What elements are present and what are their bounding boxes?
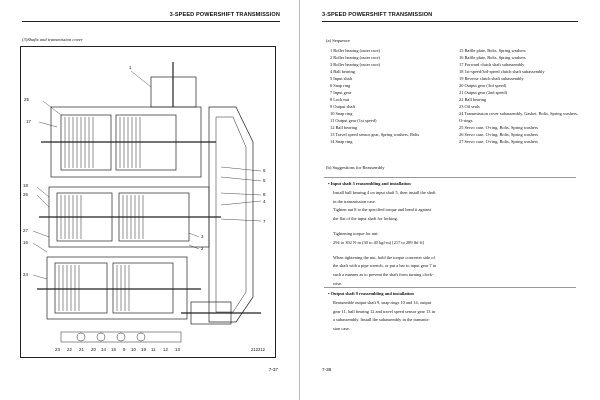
sequence-item: 11 Output gear (1st speed) — [330, 118, 377, 123]
callout-9: 9 — [123, 347, 126, 352]
output-shaft-instructions: • Output shaft 9 reassembling and instal… — [328, 290, 578, 334]
left-header-rule — [22, 21, 280, 22]
sequence-item: 19 Reverse clutch shaft subassembly — [459, 76, 524, 81]
sequence-item: 13 Travel speed sensor gear, Spring wash… — [330, 132, 420, 137]
instruction-line: Install ball bearing 4 on input shaft 5,… — [333, 189, 436, 195]
instruction-line: Reassemble output shaft 9, snap rings 10… — [333, 299, 432, 305]
instruction-line: When tightening the nut, hold the torque… — [333, 254, 435, 260]
callout-8: 8 — [263, 192, 266, 197]
figure-id: 212212 — [251, 347, 265, 352]
sequence-title: (a) Sequence — [326, 38, 350, 43]
sequence-item: 12 Ball bearing — [330, 125, 358, 130]
sequence-item: 20 Output gear (3rd speed) — [459, 83, 507, 88]
callout-14: 14 — [101, 347, 106, 352]
transmission-exploded-diagram: 25 1 17 6 5 8 4 7 3 2 18 26 27 16 24 23 … — [20, 46, 276, 358]
left-page-number: 7-37 — [268, 367, 278, 372]
callout-3: 3 — [201, 234, 204, 239]
sequence-item: 9 Output shaft — [330, 104, 356, 109]
input-shaft-heading: • Input shaft 5 reassembling and install… — [328, 181, 411, 186]
instruction-line: a subassembly. Install the subassembly i… — [333, 317, 430, 323]
callout-4: 4 — [263, 199, 266, 204]
sequence-item: 23 Oil seals — [459, 104, 480, 109]
sequence-item: 17 Forward clutch shaft subassembly — [459, 62, 525, 67]
sequence-item: 25 Servo case, O-ring, Bolts, Spring was… — [459, 125, 538, 130]
callout-15: 15 — [111, 347, 116, 352]
callout-19: 19 — [141, 347, 146, 352]
sequence-item: 5 Input shaft — [330, 76, 353, 81]
sequence-item: 6 Snap ring — [330, 83, 351, 88]
right-header-rule — [322, 21, 578, 22]
callout-1: 1 — [129, 65, 132, 70]
callout-12: 12 — [163, 347, 168, 352]
callout-25: 25 — [24, 97, 29, 102]
lower-clutch-housing — [46, 256, 188, 320]
figure-caption: (3)Shafts and transmission cover — [22, 37, 83, 42]
sequence-item: 24 Transmission cover subassembly, Gaske… — [459, 111, 579, 123]
callout-27: 27 — [23, 228, 28, 233]
callout-21: 21 — [79, 347, 84, 352]
sequence-list-left: 1 Roller bearing (outer race) 2 Roller b… — [330, 47, 455, 145]
sequence-item: 27 Servo case, O-ring, Bolts, Spring was… — [459, 139, 538, 144]
sequence-item: 14 Snap ring — [330, 139, 353, 144]
left-page: 3-SPEED POWERSHIFT TRANSMISSION (3)Shaft… — [20, 12, 280, 372]
sequence-item: 16 Baffle plate, Bolts, Spring washers — [459, 55, 526, 60]
callout-16: 16 — [23, 240, 28, 245]
sequence-item: 22 Ball bearing — [459, 97, 487, 102]
instruction-line: gear 11, ball bearing 12 and travel spee… — [333, 308, 436, 314]
torque-label: Tightening torque for nut: — [333, 230, 379, 236]
sequence-item: 8 Lock nut — [330, 97, 350, 102]
sequence-item: 21 Output gear (2nd speed) — [459, 90, 508, 95]
sequence-item: 2 Roller bearing (outer race) — [330, 55, 380, 60]
instruction-line: the flat of the input shaft for locking. — [333, 216, 398, 222]
callout-13: 13 — [175, 347, 180, 352]
left-header-title: 3-SPEED POWERSHIFT TRANSMISSION — [169, 12, 280, 18]
callout-26: 26 — [23, 192, 28, 197]
sequence-list-right: 15 Baffle plate, Bolts, Spring washers 1… — [459, 47, 581, 145]
sequence-item: 3 Roller bearing (outer race) — [330, 62, 380, 67]
sequence-item: 15 Baffle plate, Bolts, Spring washers — [459, 48, 526, 53]
callout-24: 24 — [23, 272, 28, 277]
sequence-item: 1 Roller bearing (outer race) — [330, 48, 380, 53]
callout-5: 5 — [263, 178, 266, 183]
callout-18: 18 — [23, 183, 28, 188]
callout-17: 17 — [26, 119, 31, 124]
callout-11: 11 — [151, 347, 156, 352]
sequence-item: 4 Ball bearing — [330, 69, 355, 74]
transmission-cover — [208, 106, 254, 323]
right-page-number: 7-38 — [322, 367, 332, 372]
suggestions-title: (b) Suggestions for Reassembly — [326, 165, 385, 170]
callout-7: 7 — [263, 219, 266, 224]
input-shaft-instructions: • Input shaft 5 reassembling and install… — [328, 180, 578, 289]
sequence-item: 26 Servo case, O-ring, Bolts, Spring was… — [459, 132, 538, 137]
section-divider — [324, 287, 576, 288]
callout-6: 6 — [263, 168, 266, 173]
instruction-line: sion case. — [333, 326, 351, 332]
callout-2: 2 — [201, 246, 204, 251]
instruction-line: Tighten nut 8 to the specified torque an… — [333, 207, 431, 213]
torque-value: 294 to 392 N·m (30 to 40 kgf·m) [217 to … — [333, 239, 425, 245]
callout-23: 23 — [55, 347, 60, 352]
instruction-line: in the transmission case. — [333, 198, 376, 204]
callout-10: 10 — [131, 347, 136, 352]
right-page: 3-SPEED POWERSHIFT TRANSMISSION (a) Sequ… — [300, 0, 600, 400]
transmission-drawing — [32, 62, 262, 343]
output-shaft-heading: • Output shaft 9 reassembling and instal… — [328, 291, 414, 296]
right-header-title: 3-SPEED POWERSHIFT TRANSMISSION — [322, 12, 433, 18]
sequence-item: 18 1st-speed/3rd-speed clutch shaft suba… — [459, 69, 545, 74]
callout-20: 20 — [91, 347, 96, 352]
section-divider — [324, 177, 576, 178]
callout-22: 22 — [67, 347, 72, 352]
instruction-line: the shaft with a pipe wrench, or put a b… — [333, 263, 437, 269]
sequence-item: 10 Snap ring — [330, 111, 353, 116]
instruction-line: such a manner as to prevent the shaft fr… — [333, 272, 434, 278]
sequence-item: 7 Input gear — [330, 90, 352, 95]
instruction-line: wise. — [333, 280, 343, 286]
